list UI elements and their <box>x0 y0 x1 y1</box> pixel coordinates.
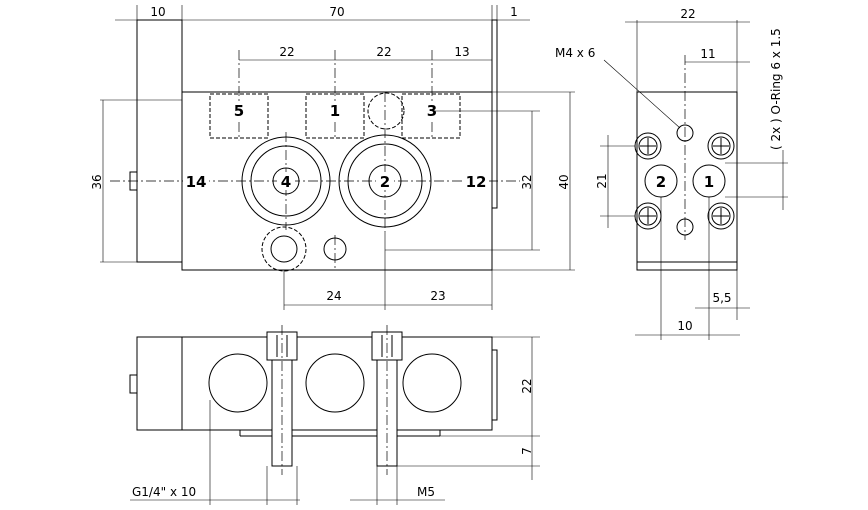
dim-bottom-23: 23 <box>430 289 445 303</box>
thread-label-g14: G1/4" x 10 <box>132 485 196 499</box>
oring-label: ( 2x ) O-Ring 6 x 1.5 <box>769 28 783 150</box>
front-right-flange <box>491 349 498 421</box>
dim-side-11: 11 <box>700 47 715 61</box>
top-view: 5 1 3 14 4 2 12 10 70 1 22 22 13 36 <box>90 5 575 310</box>
port-3-bore <box>367 92 405 130</box>
front-port-mid <box>305 353 365 413</box>
front-body <box>181 336 493 431</box>
dim-spacing-22b: 22 <box>376 45 391 59</box>
screw-top-right <box>707 132 735 160</box>
dim-height-32: 32 <box>520 174 534 189</box>
lower-hole <box>270 235 298 263</box>
dim-length-70: 70 <box>329 5 344 19</box>
dim-spacing-13: 13 <box>454 45 469 59</box>
side-body <box>636 91 738 271</box>
dim-left-10: 10 <box>150 5 165 19</box>
dim-side-5-5: 5,5 <box>712 291 731 305</box>
side-port-label-1: 1 <box>704 173 714 191</box>
dim-height-36: 36 <box>90 174 104 189</box>
front-port-left <box>208 353 268 413</box>
screw-bottom-left <box>634 202 662 230</box>
port-label-14: 14 <box>186 173 207 191</box>
thread-label-m4: M4 x 6 <box>555 46 595 60</box>
dim-side-10: 10 <box>677 319 692 333</box>
lower-hidden-hole <box>261 226 307 272</box>
port-3-hidden <box>401 93 461 139</box>
dim-front-7: 7 <box>520 447 534 455</box>
port-1-hidden <box>305 93 365 139</box>
side-port-label-2: 2 <box>656 173 666 191</box>
screw-top-left <box>634 132 662 160</box>
port-label-4: 4 <box>281 173 291 191</box>
thread-label-m5: M5 <box>417 485 435 499</box>
front-left-nub <box>129 374 138 394</box>
right-flange <box>491 19 498 209</box>
port-label-1: 1 <box>330 102 340 120</box>
dim-side-22: 22 <box>680 7 695 21</box>
dim-flange-1: 1 <box>510 5 518 19</box>
port-5-hidden <box>209 93 269 139</box>
front-port-right <box>402 353 462 413</box>
thread-hole-top <box>676 124 694 142</box>
front-left-end <box>136 336 183 431</box>
screw-bottom-right <box>707 202 735 230</box>
dim-side-21: 21 <box>595 173 609 188</box>
dim-bottom-24: 24 <box>326 289 341 303</box>
dim-spacing-22a: 22 <box>279 45 294 59</box>
port-label-5: 5 <box>234 102 244 120</box>
thread-hole-bottom <box>676 218 694 236</box>
port-label-12: 12 <box>466 173 487 191</box>
port-label-2: 2 <box>380 173 390 191</box>
dim-front-22: 22 <box>520 378 534 393</box>
left-end-block <box>136 19 183 263</box>
dim-height-40: 40 <box>557 174 571 189</box>
side-view: 22 11 2 1 M4 <box>555 7 788 340</box>
front-view: 22 7 G1/4" x 10 M5 <box>129 325 540 505</box>
